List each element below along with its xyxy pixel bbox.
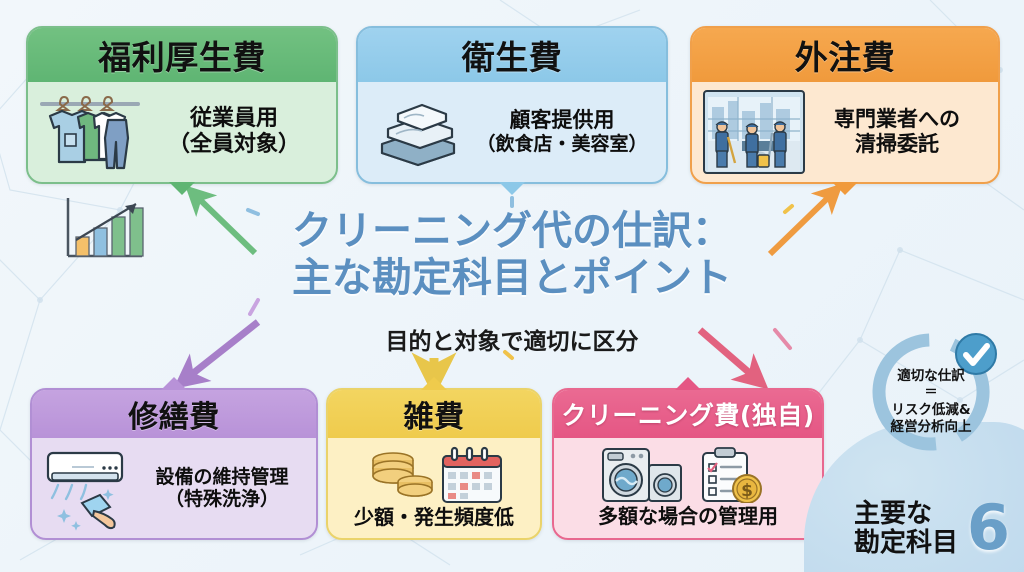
card-fukurikouseihi[interactable]: 福利厚生費 [26, 26, 338, 195]
corner-count-number: 6 [966, 491, 1010, 565]
card-caption: 設備の維持管理 （特殊洗浄） [138, 466, 306, 511]
card-heading: 雑費 [328, 390, 540, 438]
card-shuzenhi[interactable]: 修繕費 [30, 377, 318, 540]
page-title: クリーニング代の仕訳： 主な勘定科目とポイント [252, 208, 772, 302]
washing-machine-checklist-icon: $ [595, 447, 781, 504]
corner-label: 主要な 勘定科目 [853, 498, 958, 558]
badge-equals: ＝ [924, 385, 938, 401]
check-circle-icon [955, 333, 997, 375]
caption-line-2: 清掃委託 [855, 132, 939, 156]
caption-line-1: 従業員用 [189, 106, 278, 132]
card-gaichuhi[interactable]: 外注費 [690, 26, 1000, 195]
title-line-1: クリーニング代の仕訳： [292, 208, 732, 254]
badge-text: 適切な仕訳 ＝ リスク低減& 経営分析向上 [862, 368, 1000, 436]
corner-label-line-2: 勘定科目 [853, 527, 958, 558]
coins-and-calendar-icon [359, 446, 509, 504]
card-heading: 外注費 [692, 28, 998, 82]
card-tab-connector [421, 377, 447, 390]
card-caption: 多額な場合の管理用 [598, 504, 778, 529]
card-caption: 従業員用 （全員対象） [142, 106, 326, 158]
svg-text:$: $ [741, 481, 753, 501]
card-heading: クリーニング費(独自) [554, 390, 822, 438]
cleaning-crew-office-icon [702, 89, 806, 175]
badge-line-3: 経営分析向上 [890, 419, 972, 436]
title-line-2: 主な勘定科目とポイント [292, 255, 732, 302]
badge-line-2: リスク低減& [891, 401, 971, 418]
card-tab-connector [832, 182, 858, 195]
caption-line-1: 設備の維持管理 [155, 465, 289, 488]
card-caption: 顧客提供用 （飲食店・美容室） [468, 108, 656, 155]
card-heading: 修繕費 [32, 390, 316, 438]
corner-label-line-1: 主要な [853, 498, 932, 529]
card-heading: 衛生費 [358, 28, 666, 82]
card-tab-connector [161, 377, 187, 390]
card-eiseihi[interactable]: 衛生費 [356, 26, 668, 195]
card-tab-connector [675, 377, 701, 390]
shirts-on-hanger-icon [38, 90, 142, 174]
caption-line-2: （全員対象） [167, 132, 300, 157]
card-cleaning-hi[interactable]: クリーニング費(独自) [552, 377, 824, 540]
page-subtitle: 目的と対象で適切に区分 [385, 329, 639, 355]
card-tab-connector [499, 182, 525, 195]
caption-line-1: 専門業者への [834, 107, 960, 132]
card-zappi[interactable]: 雑費 [326, 377, 542, 540]
badge-line-1: 適切な仕訳 [897, 368, 965, 384]
card-caption: 専門業者への 清掃委託 [806, 107, 988, 157]
caption-line-2: （飲食店・美容室） [476, 133, 648, 156]
folded-towels-icon [368, 91, 468, 173]
check-circle-ring-badge [872, 333, 997, 451]
caption-line-2: （特殊洗浄） [164, 488, 279, 510]
air-conditioner-cleaning-icon [42, 445, 138, 531]
card-heading: 福利厚生費 [28, 28, 336, 82]
caption-line-1: 顧客提供用 [509, 108, 615, 133]
growth-bar-chart-icon [66, 198, 144, 258]
card-tab-connector [169, 182, 195, 195]
card-caption: 少額・発生頻度低 [354, 505, 514, 530]
